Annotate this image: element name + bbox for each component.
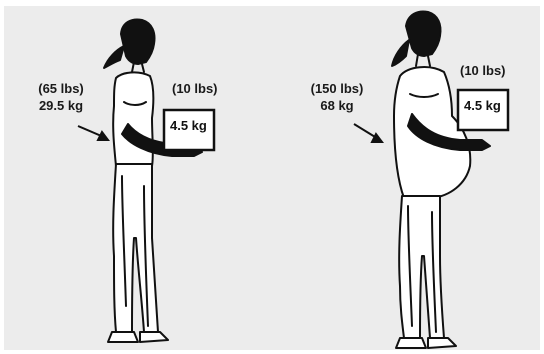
left-shoes bbox=[108, 332, 168, 342]
right-ponytail bbox=[392, 40, 409, 66]
left-ponytail bbox=[104, 46, 124, 68]
left-person bbox=[104, 20, 202, 342]
left-body-weight-lbs: (65 lbs) bbox=[30, 80, 92, 97]
right-load-kg: 4.5 kg bbox=[464, 98, 501, 113]
right-body-weight-kg: 68 kg bbox=[304, 97, 370, 114]
right-body-weight-lbs: (150 lbs) bbox=[304, 80, 370, 97]
illustration-panel: (65 lbs) 29.5 kg (10 lbs) 4.5 kg (150 lb… bbox=[4, 6, 540, 350]
left-arrow bbox=[78, 126, 108, 140]
right-shoes bbox=[396, 338, 456, 348]
left-torso bbox=[113, 72, 153, 166]
figures-drawing bbox=[4, 6, 540, 350]
right-legs bbox=[399, 196, 444, 338]
right-arrow bbox=[354, 124, 382, 142]
left-load-lbs: (10 lbs) bbox=[172, 80, 218, 97]
left-load-kg: 4.5 kg bbox=[170, 118, 207, 133]
left-legs bbox=[113, 164, 158, 332]
left-body-weight-label: (65 lbs) 29.5 kg bbox=[30, 80, 92, 114]
left-body-weight-kg: 29.5 kg bbox=[30, 97, 92, 114]
right-body-weight-label: (150 lbs) 68 kg bbox=[304, 80, 370, 114]
right-load-lbs: (10 lbs) bbox=[460, 62, 506, 79]
left-head bbox=[121, 20, 155, 64]
right-head bbox=[406, 12, 441, 56]
